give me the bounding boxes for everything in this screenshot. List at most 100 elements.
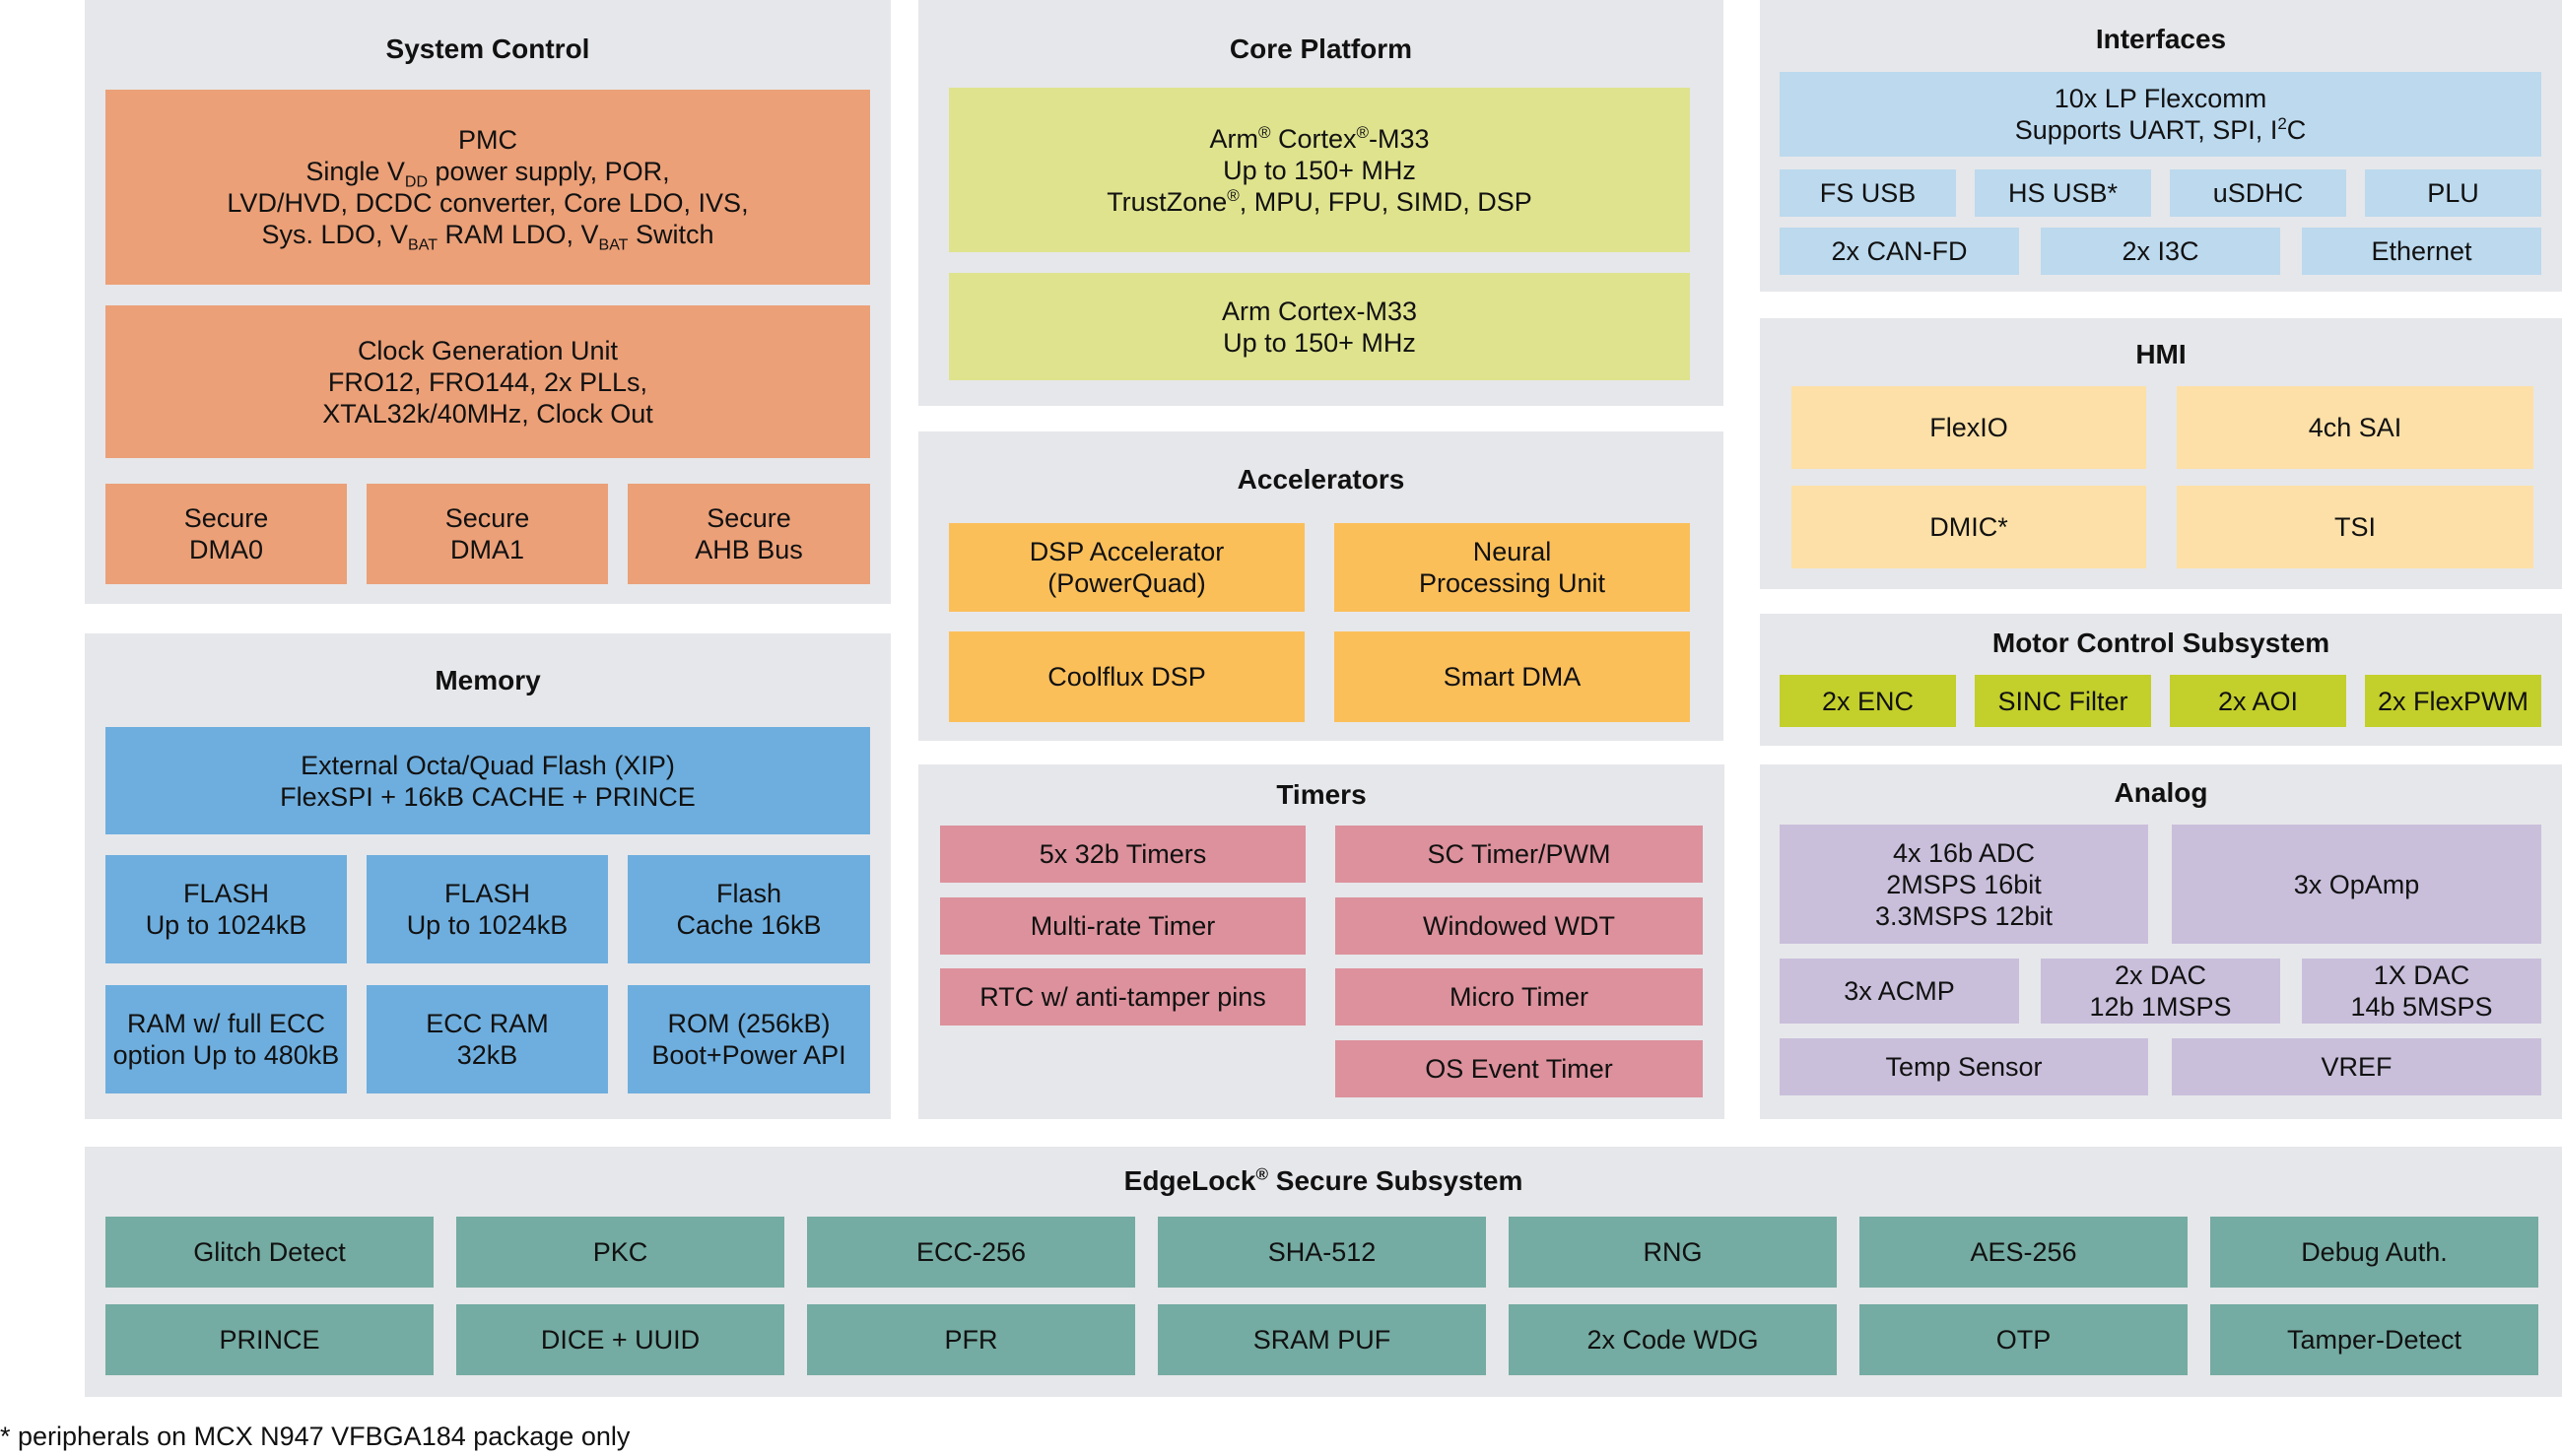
cpu0-line2: Up to 150+ MHz [1223, 155, 1416, 185]
dac-12b-block: 2x DAC 12b 1MSPS [2041, 959, 2280, 1024]
rng-block: RNG [1509, 1217, 1837, 1288]
dac1-line2: 12b 1MSPS [2089, 992, 2232, 1022]
dsp-accel-line1: DSP Accelerator [1029, 537, 1225, 566]
sha-512-block: SHA-512 [1158, 1217, 1486, 1288]
prince-label: PRINCE [219, 1325, 320, 1355]
external-flash-line2: FlexSPI + 16kB CACHE + PRINCE [280, 781, 696, 812]
ecc-256-label: ECC-256 [915, 1237, 1027, 1267]
cpu1-line2: Up to 150+ MHz [1223, 327, 1416, 358]
pkc-block: PKC [456, 1217, 784, 1288]
flexio-label: FlexIO [1929, 413, 2008, 442]
edgelock-title: EdgeLock® Secure Subsystem [85, 1164, 2562, 1198]
temp-sensor-block: Temp Sensor [1780, 1038, 2148, 1095]
dsp-accel-line2: (PowerQuad) [1047, 568, 1206, 598]
pmc-line4-sub1: BAT [408, 236, 438, 254]
os-event-timer-block: OS Event Timer [1335, 1040, 1703, 1097]
npu-line2: Processing Unit [1418, 568, 1606, 598]
flash-cache-block: Flash Cache 16kB [628, 855, 870, 963]
tsi-block: TSI [2177, 486, 2533, 568]
cpu0-line1: Arm® Cortex®-M33 [1209, 123, 1429, 155]
timer-32b-label: 5x 32b Timers [1039, 839, 1207, 869]
coolflux-dsp-block: Coolflux DSP [949, 631, 1305, 722]
rtc-label: RTC w/ anti-tamper pins [979, 982, 1266, 1012]
can-fd-label: 2x CAN-FD [1831, 236, 1968, 266]
cpu0-line3: TrustZone®, MPU, FPU, SIMD, DSP [1107, 186, 1532, 218]
sc-timer-block: SC Timer/PWM [1335, 826, 1703, 883]
sai-label: 4ch SAI [2308, 413, 2402, 442]
edgelock-title-a: EdgeLock [1123, 1165, 1256, 1196]
adc-block: 4x 16b ADC 2MSPS 16bit 3.3MSPS 12bit [1780, 825, 2148, 944]
ram-ecc-line1: RAM w/ full ECC [126, 1009, 326, 1038]
secure-ahb-line2: AHB Bus [695, 535, 803, 564]
fs-usb-label: FS USB [1819, 178, 1917, 208]
otp-block: OTP [1859, 1304, 2188, 1375]
sram-puf-label: SRAM PUF [1252, 1325, 1391, 1355]
adc-line2: 2MSPS 16bit [1886, 869, 2042, 899]
windowed-wdt-label: Windowed WDT [1422, 911, 1616, 941]
dsp-accelerator-block: DSP Accelerator (PowerQuad) [949, 523, 1305, 612]
cortex-m33-secondary-block: Arm Cortex-M33 Up to 150+ MHz [949, 273, 1690, 380]
pmc-line4-b: RAM LDO, V [437, 220, 599, 249]
memory-panel: Memory External Octa/Quad Flash (XIP) Fl… [85, 633, 891, 1119]
flexio-block: FlexIO [1791, 386, 2146, 469]
edgelock-title-sup: ® [1255, 1164, 1268, 1184]
core-platform-panel: Core Platform Arm® Cortex®-M33 Up to 150… [918, 0, 1723, 406]
pfr-block: PFR [807, 1304, 1135, 1375]
secure-dma0-block: Secure DMA0 [105, 484, 347, 584]
pmc-line2: Single VDD power supply, POR, [305, 156, 670, 191]
adc-line3: 3.3MSPS 12bit [1874, 900, 2054, 931]
temp-sensor-label: Temp Sensor [1885, 1052, 2043, 1082]
rom-block: ROM (256kB) Boot+Power API [628, 985, 870, 1093]
debug-auth-block: Debug Auth. [2210, 1217, 2538, 1288]
secure-dma1-block: Secure DMA1 [367, 484, 608, 584]
dmic-label: DMIC* [1929, 512, 2008, 542]
secure-dma0-line2: DMA0 [188, 535, 263, 564]
vref-label: VREF [2321, 1052, 2393, 1082]
hmi-title: HMI [2135, 339, 2187, 369]
hs-usb-block: HS USB* [1975, 169, 2151, 217]
lp-flexcomm-block: 10x LP Flexcomm Supports UART, SPI, I2C [1780, 72, 2541, 157]
ethernet-label: Ethernet [2371, 236, 2472, 266]
pmc-line2-b: power supply, POR, [428, 157, 670, 186]
analog-panel: Analog 4x 16b ADC 2MSPS 16bit 3.3MSPS 12… [1760, 764, 2562, 1119]
accelerators-panel: Accelerators DSP Accelerator (PowerQuad)… [918, 431, 1723, 741]
edgelock-panel: EdgeLock® Secure Subsystem Glitch Detect… [85, 1147, 2562, 1397]
secure-dma1-line2: DMA1 [449, 535, 524, 564]
pmc-block: PMC Single VDD power supply, POR, LVD/HV… [105, 90, 870, 285]
dice-uuid-block: DICE + UUID [456, 1304, 784, 1375]
sram-puf-block: SRAM PUF [1158, 1304, 1486, 1375]
secure-ahb-bus-block: Secure AHB Bus [628, 484, 870, 584]
cpu0-line3-a: TrustZone [1107, 186, 1228, 217]
dac-14b-block: 1X DAC 14b 5MSPS [2302, 959, 2541, 1024]
motor-control-title: Motor Control Subsystem [1991, 628, 2330, 658]
pmc-line4-c: Switch [628, 220, 714, 249]
flash-cache-line2: Cache 16kB [676, 910, 822, 940]
cpu0-line1-a: Arm [1209, 123, 1258, 154]
pmc-line2-sub: DD [404, 173, 429, 191]
rom-line1: ROM (256kB) [667, 1009, 831, 1038]
sinc-filter-label: SINC Filter [1997, 686, 2128, 716]
pmc-line1: PMC [458, 125, 517, 155]
otp-label: OTP [1995, 1325, 2052, 1355]
flash1-line1: FLASH [443, 879, 531, 908]
ecc-ram-block: ECC RAM 32kB [367, 985, 608, 1093]
enc-block: 2x ENC [1780, 675, 1956, 727]
ram-ecc-block: RAM w/ full ECC option Up to 480kB [105, 985, 347, 1093]
npu-line1: Neural [1472, 537, 1552, 566]
enc-label: 2x ENC [1821, 686, 1915, 716]
system-control-panel: System Control PMC Single VDD power supp… [85, 0, 891, 604]
hmi-panel: HMI FlexIO 4ch SAI DMIC* TSI [1760, 318, 2562, 589]
dmic-block: DMIC* [1791, 486, 2146, 568]
motor-control-panel: Motor Control Subsystem 2x ENC SINC Filt… [1760, 614, 2562, 746]
secure-dma0-line1: Secure [183, 503, 269, 533]
pmc-line4-a: Sys. LDO, V [261, 220, 409, 249]
flash-cache-line1: Flash [715, 879, 782, 908]
dac2-line2: 14b 5MSPS [2350, 992, 2493, 1022]
rtc-block: RTC w/ anti-tamper pins [940, 968, 1306, 1026]
cortex-m33-primary-block: Arm® Cortex®-M33 Up to 150+ MHz TrustZon… [949, 88, 1690, 252]
pmc-line4-sub2: BAT [598, 236, 629, 254]
edgelock-title-b: Secure Subsystem [1268, 1165, 1523, 1196]
analog-title: Analog [2114, 777, 2208, 808]
ecc-ram-line2: 32kB [456, 1040, 518, 1070]
acmp-block: 3x ACMP [1780, 959, 2019, 1024]
